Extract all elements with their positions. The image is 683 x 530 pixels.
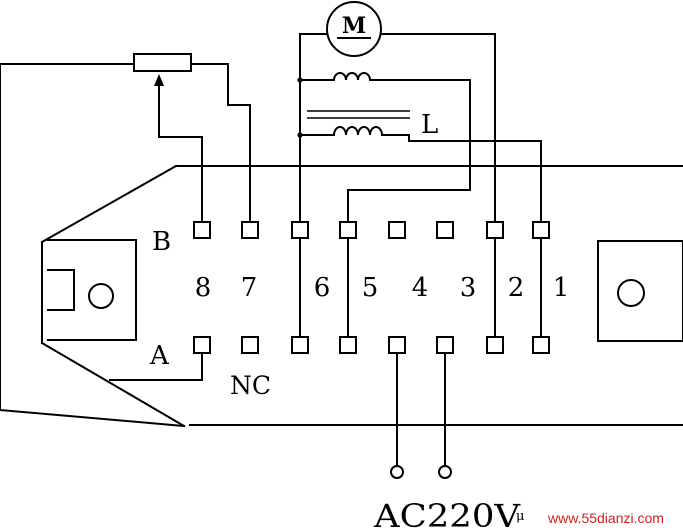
ac-terminal-right [438, 465, 452, 479]
pin-number: 5 [362, 273, 379, 303]
watermark: www.55dianzi.com [547, 510, 664, 526]
ac-terminal-left [390, 465, 404, 479]
left-mounting-hole [88, 283, 114, 309]
pin-number: 1 [553, 273, 570, 303]
pin-number: 4 [412, 273, 429, 303]
motor [299, 1, 496, 231]
inductor-label: L [421, 110, 438, 140]
potentiometer [0, 53, 229, 428]
pin-number: 6 [314, 273, 331, 303]
motor-label: M [342, 13, 366, 39]
wire-pot-wiper [158, 136, 203, 231]
supply-label: AC220V [373, 497, 521, 530]
wire-pot-end [227, 104, 251, 231]
pin-row-a [193, 336, 550, 354]
row-b-label: B [152, 227, 171, 257]
wire-a8 [109, 349, 203, 381]
pin-number: 3 [460, 273, 477, 303]
row-a-label: A [149, 341, 170, 371]
pin-number-labels: 8 7 6 5 4 3 2 1 [195, 273, 570, 303]
pin-number: 2 [508, 273, 525, 303]
pin-row-b [193, 221, 550, 239]
pin-number: 7 [241, 273, 258, 303]
nc-label: NC [230, 371, 271, 400]
supply-mark: μ [516, 509, 524, 524]
board-outline [40, 164, 683, 428]
pin-number: 8 [195, 273, 212, 303]
right-mounting-hole [617, 279, 645, 307]
inductor [297, 33, 542, 231]
